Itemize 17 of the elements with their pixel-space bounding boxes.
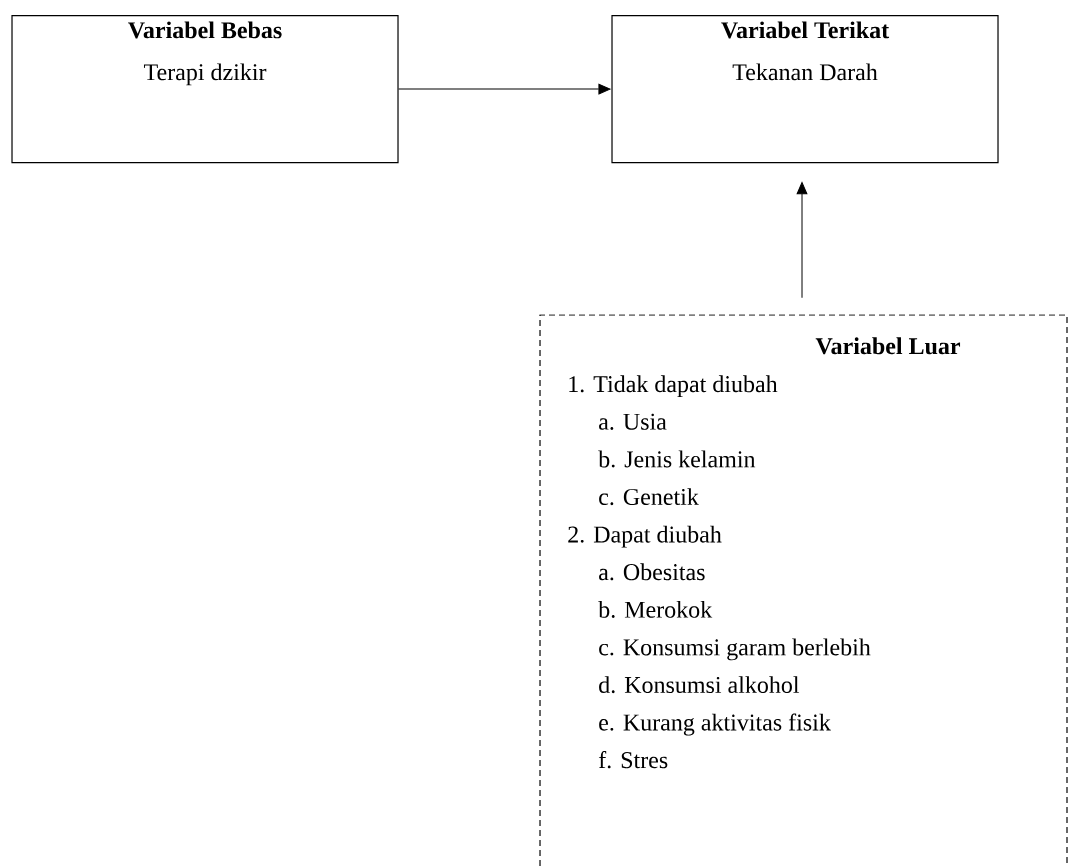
list-item: 2. Dapat diubah <box>568 525 722 548</box>
list-item: c. Konsumsi garam berlebih <box>599 638 871 661</box>
list-item: d. Konsumsi alkohol <box>599 676 800 694</box>
variable-box: Variabel Bebas Terapi dzikir <box>11 15 399 164</box>
list-item: 1. Tidak dapat diubah <box>569 375 778 398</box>
list-item: c. Genetik <box>599 488 699 506</box>
dashed-box <box>539 314 1068 866</box>
list-item: b. Jenis kelamin <box>598 450 756 468</box>
list-item: f. Stres <box>598 751 668 769</box>
variable-box: Variabel Terikat Tekanan Darah <box>611 15 999 164</box>
list-item: a. Obesitas <box>599 563 705 581</box>
box-heading: Variabel Luar <box>815 337 961 355</box>
arrow <box>398 83 611 95</box>
list-item: e. Kurang aktivitas fisik <box>599 713 831 736</box>
list-item: a. Usia <box>599 413 667 430</box>
list-item: b. Merokok <box>598 600 713 618</box>
arrow <box>796 182 808 299</box>
